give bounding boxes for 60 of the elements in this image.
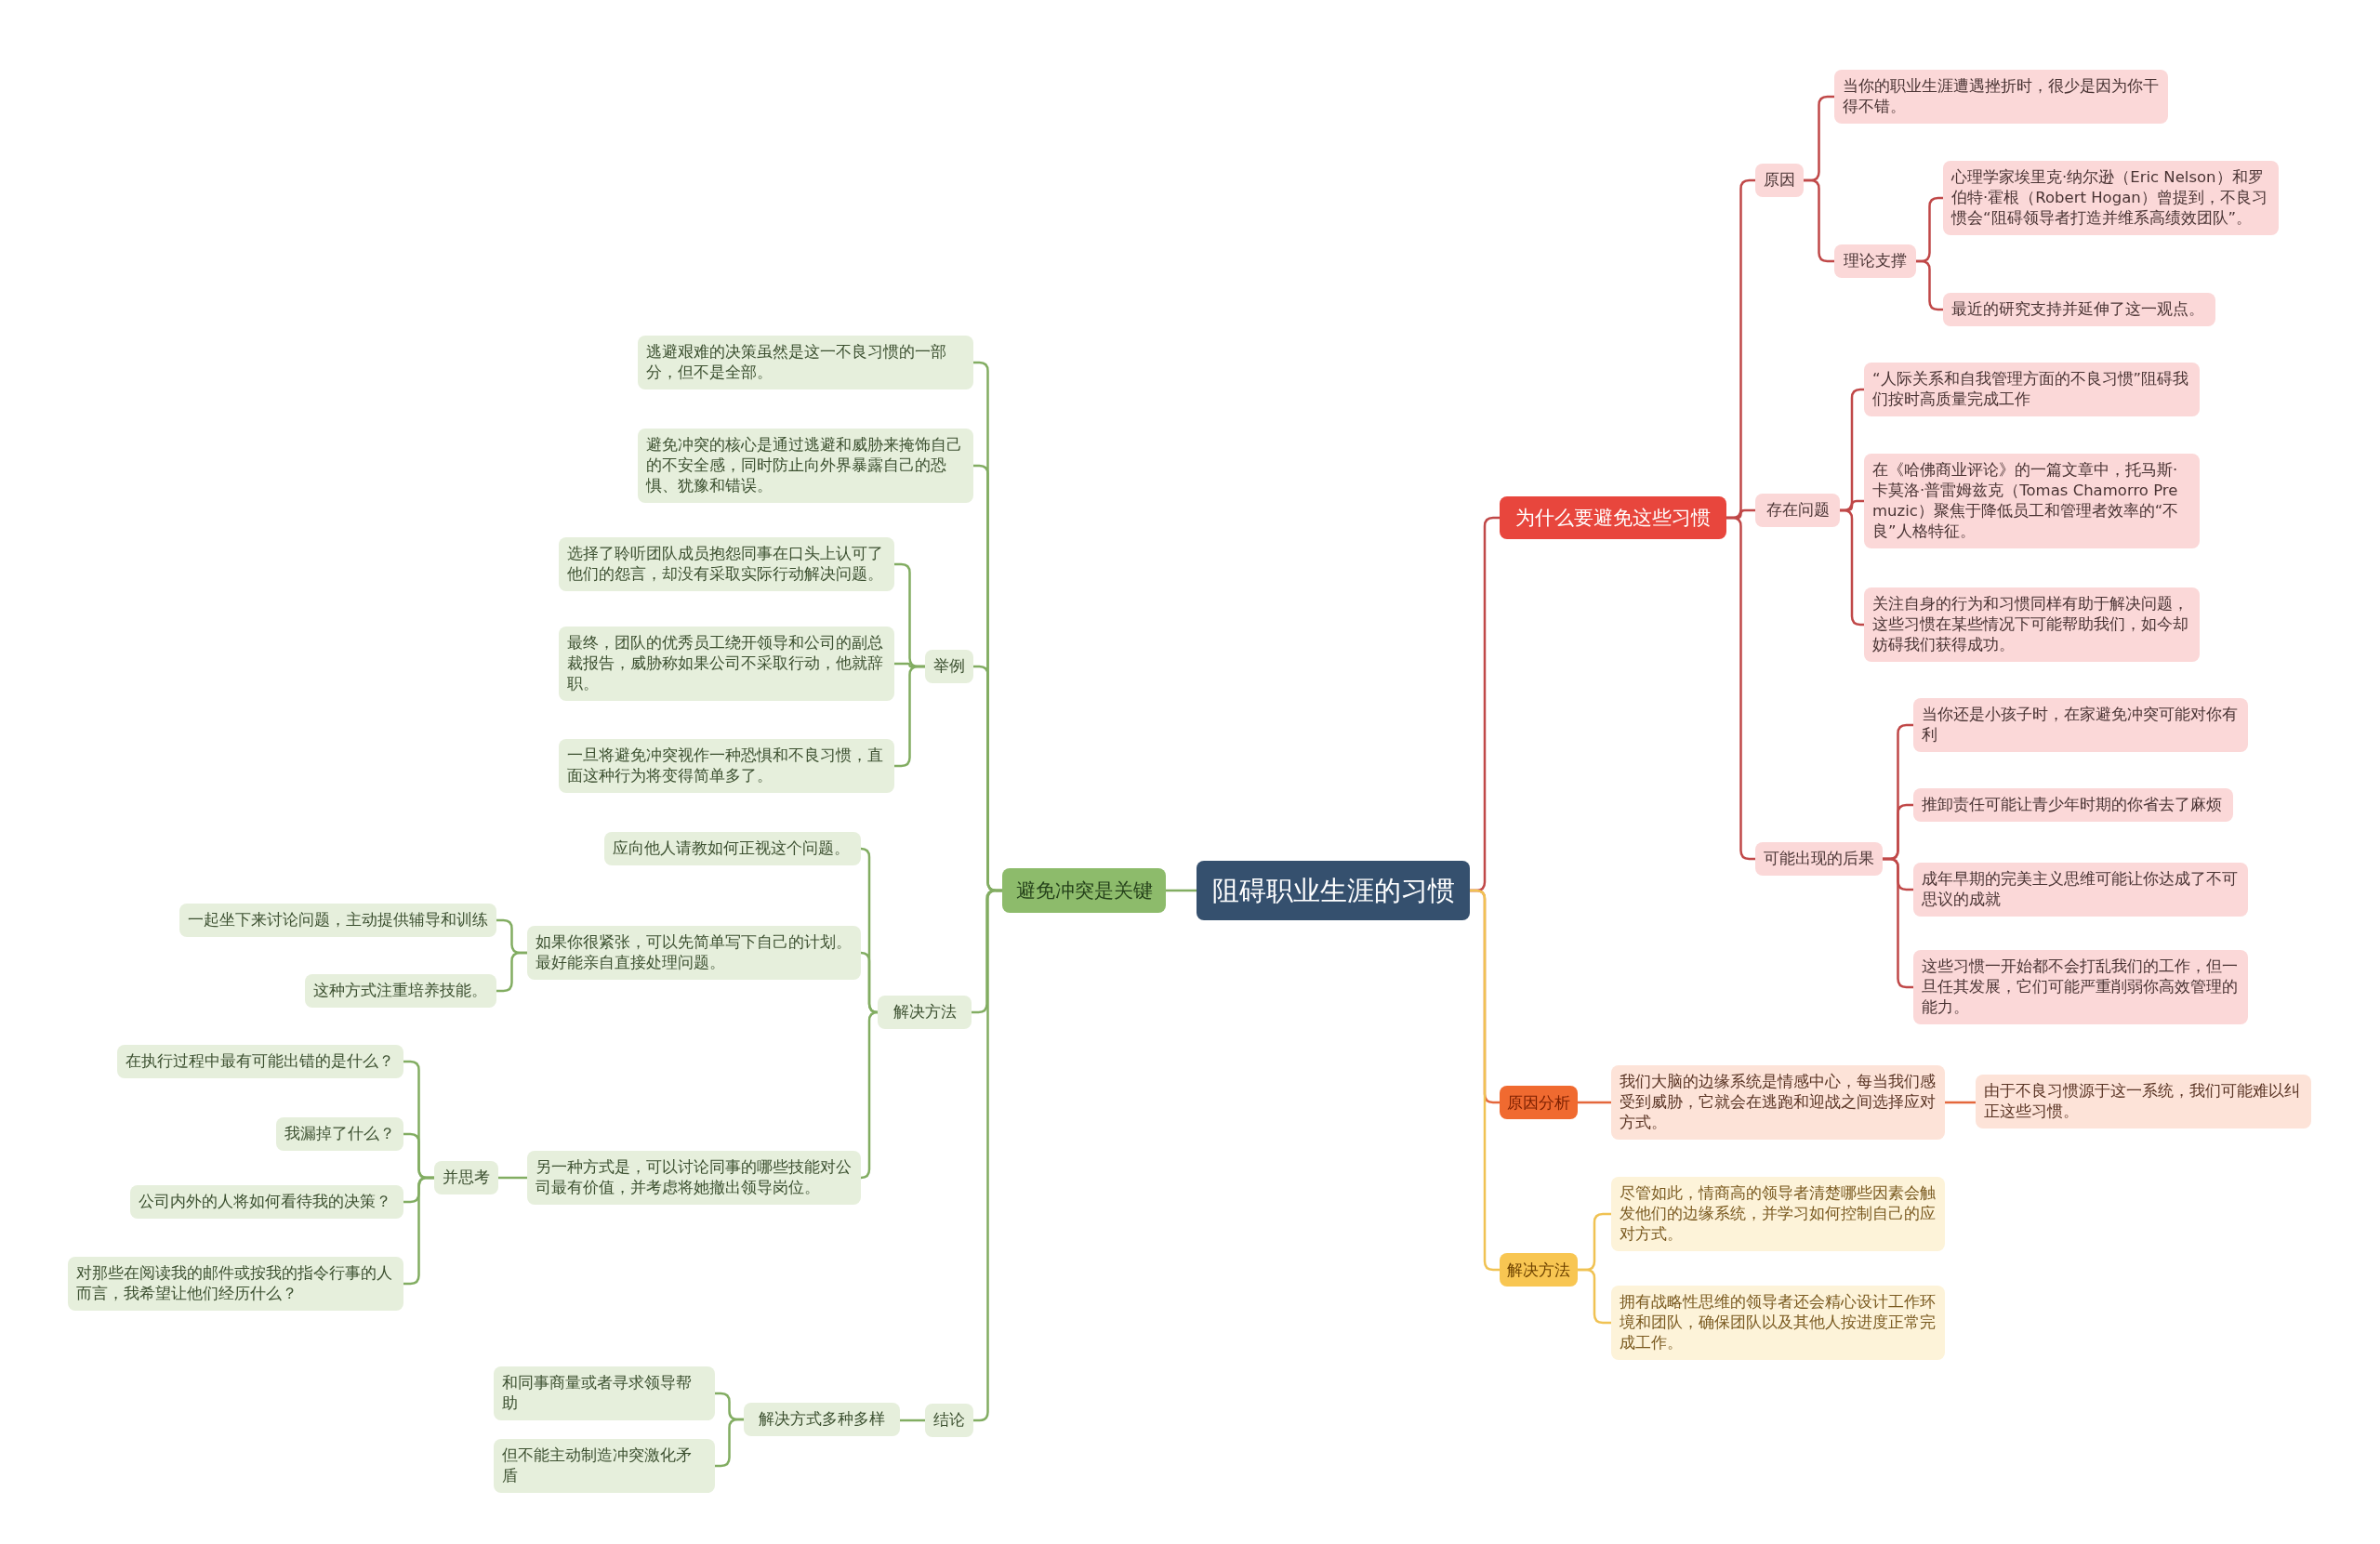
subtopic-box: 理论支撑 [1834, 244, 1916, 278]
connector-line [496, 951, 527, 993]
subtopic-box: 我漏掉了什么？ [276, 1117, 403, 1151]
connector-line [1916, 259, 1943, 311]
subtopic-box: 拥有战略性思维的领导者还会精心设计工作环境和团队，确保团队以及其他人按进度正常完成工作。 [1611, 1286, 1945, 1360]
connector-line [900, 1419, 925, 1422]
connector-line [1945, 1101, 1976, 1104]
subtopic-box: 最终，团队的优秀员工绕开领导和公司的副总裁报告，威胁称如果公司不采取行动，他就辞职。 [559, 627, 894, 701]
subtopic-box: 心理学家埃里克·纳尔逊（Eric Nelson）和罗伯特·霍根（Robert Hogan）曾提到，不良习惯会“阻碍领导者打造并维系高绩效团队”。 [1943, 161, 2279, 235]
connector-line [1883, 857, 1913, 989]
connector-line [1166, 889, 1197, 892]
subtopic-box: 应向他人请教如何正视这个问题。 [604, 832, 861, 865]
branch-topic: 原因分析 [1500, 1086, 1578, 1119]
connector-line [498, 1176, 527, 1180]
subtopic-box: “人际关系和自我管理方面的不良习惯”阻碍我们按时高质量完成工作 [1864, 363, 2200, 416]
connector-line [859, 1010, 879, 1180]
branch-topic: 解决方法 [1500, 1253, 1578, 1287]
subtopic-box: 在执行过程中最有可能出错的是什么？ [117, 1045, 403, 1078]
subtopic-box: 成年早期的完美主义思维可能让你达成了不可思议的成就 [1913, 863, 2248, 917]
subtopic-box: 一旦将避免冲突视作一种恐惧和不良习惯，直面这种行为将变得简单多了。 [559, 739, 894, 793]
subtopic-box: 解决方式多种多样 [744, 1403, 900, 1436]
subtopic-box: 由于不良习惯源于这一系统，我们可能难以纠正这些习惯。 [1976, 1075, 2311, 1128]
subtopic-box: 对那些在阅读我的邮件或按我的指令行事的人而言，我希望让他们经历什么？ [68, 1257, 403, 1311]
subtopic-box: 选择了聆听团队成员抱怨同事在口头上认可了他们的怨言，却没有采取实际行动解决问题。 [559, 537, 894, 591]
subtopic-box: 尽管如此，情商高的领导者清楚哪些因素会触发他们的边缘系统，并学习如何控制自己的应对方式。 [1611, 1177, 1945, 1251]
subtopic-box: 公司内外的人将如何看待我的决策？ [130, 1185, 403, 1219]
connector-line [403, 1176, 434, 1286]
branch-topic: 避免冲突是关键 [1002, 868, 1166, 913]
subtopic-box: 一起坐下来讨论问题，主动提供辅导和训练 [179, 904, 496, 937]
subtopic-box: 当你还是小孩子时，在家避免冲突可能对你有利 [1913, 698, 2248, 752]
connector-line [894, 665, 925, 768]
connector-line [1578, 1268, 1611, 1325]
subtopic-box: 并思考 [434, 1161, 498, 1194]
connector-line [1578, 1101, 1611, 1104]
subtopic-box: 另一种方式是，可以讨论同事的哪些技能对公司最有价值，并考虑将她撤出领导岗位。 [527, 1151, 861, 1205]
subtopic-box: 结论 [925, 1404, 973, 1437]
central-topic: 阻碍职业生涯的习惯 [1197, 861, 1470, 920]
subtopic-box: 和同事商量或者寻求领导帮助 [494, 1366, 715, 1420]
connector-line [1804, 178, 1834, 263]
subtopic-box: 原因 [1755, 164, 1804, 197]
subtopic-box: 存在问题 [1755, 494, 1840, 527]
connector-line [715, 1418, 744, 1468]
subtopic-box: 逃避艰难的决策虽然是这一不良习惯的一部分，但不是全部。 [638, 336, 973, 389]
subtopic-box: 避免冲突的核心是通过逃避和威胁来掩饰自己的不安全感，同时防止向外界暴露自己的恐惧、犹豫和错误。 [638, 429, 973, 503]
subtopic-box: 最近的研究支持并延伸了这一观点。 [1943, 293, 2215, 326]
subtopic-box: 在《哈佛商业评论》的一篇文章中，托马斯·卡莫洛·普雷姆兹克（Tomas Chamorro Premuzic）聚焦于降低员工和管理者效率的“不良”人格特征。 [1864, 454, 2200, 548]
subtopic-box: 举例 [925, 650, 973, 683]
subtopic-box: 这些习惯一开始都不会打乱我们的工作，但一旦任其发展，它们可能严重削弱你高效管理的能力。 [1913, 950, 2248, 1024]
subtopic-box: 推卸责任可能让青少年时期的你省去了麻烦 [1913, 788, 2233, 822]
connector-line [973, 889, 1002, 1422]
subtopic-box: 当你的职业生涯遭遇挫折时，很少是因为你干得不错。 [1834, 70, 2168, 124]
subtopic-box: 但不能主动制造冲突激化矛盾 [494, 1439, 715, 1493]
subtopic-box: 关注自身的行为和习惯同样有助于解决问题，这些习惯在某些情况下可能帮助我们，如今却妨碍我们获得成功。 [1864, 587, 2200, 662]
subtopic-box: 如果你很紧张，可以先简单写下自己的计划。最好能亲自直接处理问题。 [527, 926, 861, 980]
subtopic-box: 解决方法 [878, 996, 972, 1029]
branch-topic: 为什么要避免这些习惯 [1500, 496, 1726, 539]
subtopic-box: 可能出现的后果 [1755, 842, 1883, 876]
subtopic-box: 这种方式注重培养技能。 [305, 974, 496, 1008]
subtopic-box: 我们大脑的边缘系统是情感中心，每当我们感受到威胁，它就会在逃跑和迎战之间选择应对方式。 [1611, 1065, 1945, 1140]
connector-line [1840, 508, 1864, 627]
